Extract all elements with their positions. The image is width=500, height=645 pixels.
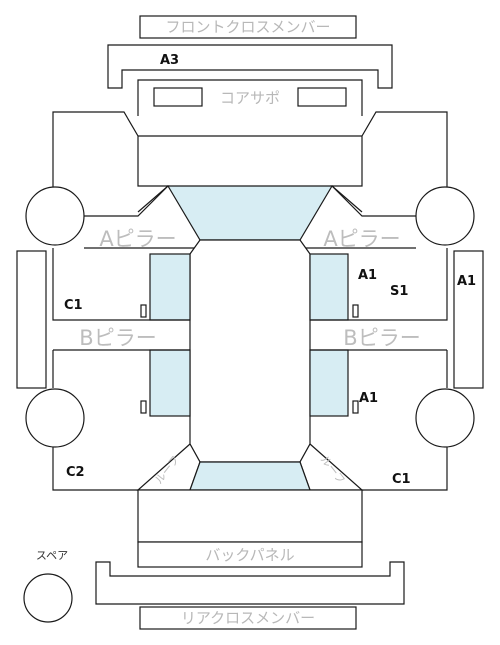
front-right-wheel[interactable] — [415, 186, 475, 246]
right-side-sill[interactable] — [453, 250, 484, 389]
front-cross-member-label: フロントクロスメンバー — [165, 18, 330, 36]
left-side-sill[interactable] — [16, 250, 47, 389]
core-support-label: コアサポ — [220, 89, 280, 107]
code-front-member: A3 — [160, 53, 179, 68]
code-left-front-door: C1 — [64, 298, 83, 313]
windshield[interactable] — [166, 185, 334, 241]
left-front-door[interactable] — [52, 248, 190, 321]
code-right-rear-door: A1 — [359, 391, 378, 406]
back-panel-label: バックパネル — [205, 546, 294, 564]
roof-panel[interactable] — [189, 239, 311, 463]
rear-cross-member-label: リアクロスメンバー — [181, 609, 315, 627]
left-rear-door[interactable] — [52, 350, 138, 491]
rear-glass[interactable] — [189, 461, 311, 491]
code-right-rear-quarter: C1 — [392, 472, 411, 487]
back-panel-box[interactable] — [137, 541, 363, 568]
left-rear-door-handle[interactable] — [140, 400, 147, 414]
left-front-window[interactable] — [149, 253, 191, 321]
rear-cross-member-box[interactable] — [139, 606, 357, 630]
code-right-step: S1 — [390, 284, 408, 299]
right-rear-door-handle[interactable] — [352, 400, 359, 414]
right-rear-door[interactable] — [362, 350, 448, 491]
a-pillar-right-label: Aピラー — [323, 227, 400, 251]
headlamp-left[interactable] — [153, 87, 203, 107]
front-cross-member-box[interactable] — [139, 15, 357, 39]
code-left-rear-quarter: C2 — [66, 465, 85, 480]
a-pillar-left-label: Aピラー — [99, 227, 176, 251]
b-pillar-right-label: Bピラー — [343, 326, 420, 350]
right-front-door[interactable] — [310, 248, 448, 321]
left-rear-window[interactable] — [149, 349, 191, 417]
a-pillar-left-outline[interactable] — [84, 185, 196, 249]
code-right-front-door: A1 — [358, 268, 377, 283]
headlamp-right[interactable] — [297, 87, 347, 107]
left-front-door-handle[interactable] — [140, 304, 147, 318]
rear-member-bracket[interactable] — [95, 561, 405, 605]
trunk-lid[interactable] — [137, 489, 363, 543]
right-rear-window[interactable] — [309, 349, 349, 417]
rear-left-wheel[interactable] — [25, 388, 85, 448]
rear-right-wheel[interactable] — [415, 388, 475, 448]
spare-label: スペア — [36, 549, 68, 562]
a-pillar-right-outline[interactable] — [304, 185, 416, 249]
right-front-door-handle[interactable] — [352, 304, 359, 318]
right-front-window[interactable] — [309, 253, 349, 321]
code-right-sill: A1 — [457, 274, 476, 289]
hood-outline[interactable] — [137, 79, 363, 116]
spare-tire[interactable] — [23, 573, 73, 623]
front-left-wheel[interactable] — [25, 186, 85, 246]
front-member-bracket[interactable] — [107, 44, 393, 89]
b-pillar-left-label: Bピラー — [79, 326, 156, 350]
